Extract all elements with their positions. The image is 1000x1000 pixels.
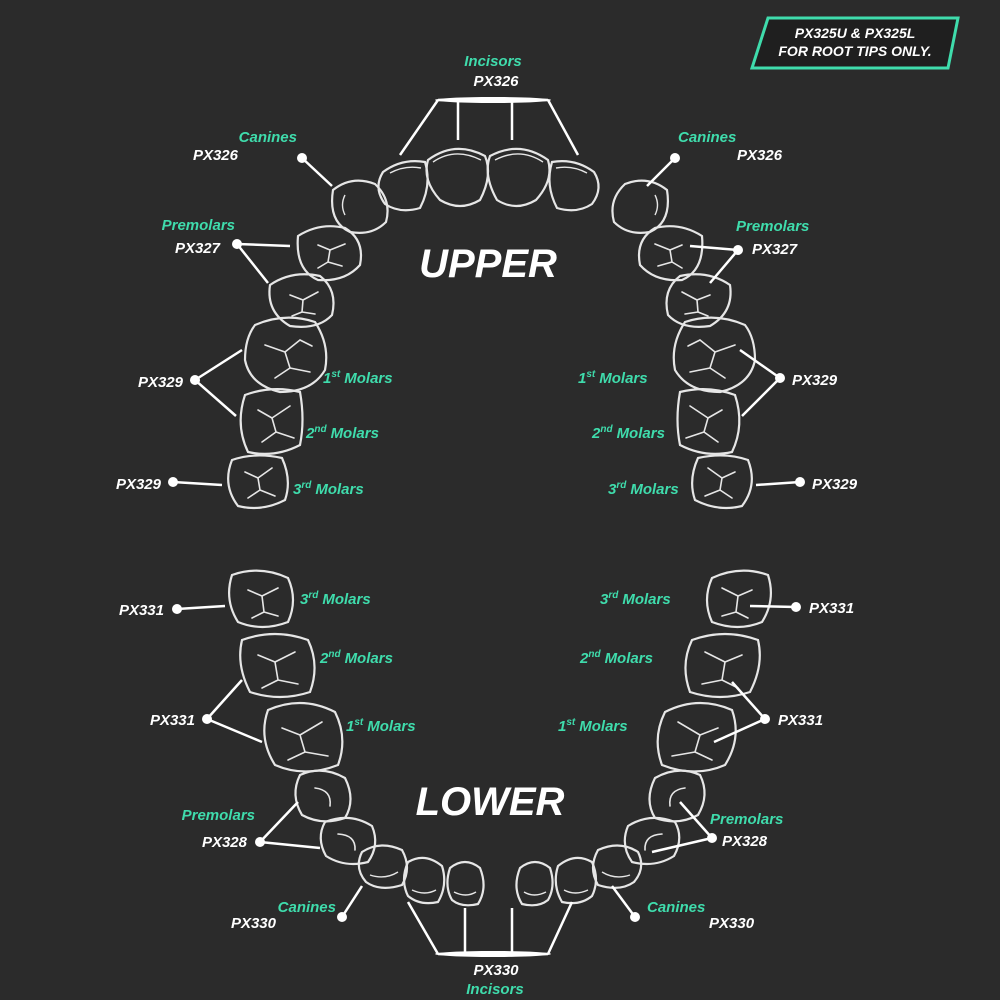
- lower-first-molar-tooth: [263, 701, 344, 773]
- upper-first-molar-tooth: [672, 316, 757, 394]
- lower-incisors-code: PX330: [473, 962, 519, 979]
- lower-premolars-right-code: PX328: [722, 833, 768, 850]
- upper-incisor-tooth: [377, 160, 429, 212]
- upper-canines-left-code: PX326: [193, 147, 239, 164]
- upper-canine-tooth: [331, 179, 389, 234]
- upper-third-molars-right-callout: PX329: [755, 476, 858, 493]
- root-tips-notice: PX325U & PX325L FOR ROOT TIPS ONLY.: [749, 16, 960, 70]
- lower-incisor-tooth: [402, 856, 446, 905]
- notice-line-1: PX325U & PX325L: [795, 25, 916, 41]
- upper-premolars-right-label: Premolars: [736, 218, 809, 235]
- lower-molars-left-callout: PX331: [150, 679, 263, 744]
- lower-premolar-tooth: [294, 769, 352, 823]
- upper-premolars-left-code: PX327: [175, 240, 221, 257]
- upper-incisors-callout: Incisors PX326: [398, 53, 580, 156]
- upper-title: UPPER: [419, 242, 557, 286]
- lower-second-molar-tooth: [684, 632, 761, 699]
- upper-first-molar-tooth: [243, 316, 328, 394]
- lower-incisor-tooth: [446, 860, 485, 907]
- lower-premolars-left-code: PX328: [202, 834, 248, 851]
- upper-canines-left-label: Canines: [239, 129, 297, 146]
- upper-premolars-right-code: PX327: [752, 241, 798, 258]
- lower-third-molars-left-code: PX331: [119, 602, 164, 619]
- lower-incisors-label: Incisors: [466, 981, 524, 998]
- upper-premolars-right-callout: Premolars PX327: [689, 218, 809, 284]
- lower-premolars-left-label: Premolars: [182, 807, 255, 824]
- upper-incisor-tooth: [548, 160, 600, 212]
- upper-incisors-label: Incisors: [464, 53, 522, 70]
- upper-incisor-tooth: [425, 147, 490, 208]
- lower-title: LOWER: [416, 780, 565, 824]
- lower-canines-right-callout: Canines PX330: [610, 885, 755, 932]
- upper-arch: [227, 147, 757, 510]
- lower-first-molar-tooth: [656, 701, 737, 773]
- upper-incisors-code: PX326: [473, 73, 519, 90]
- upper-premolars-left-label: Premolars: [162, 217, 235, 234]
- lower-third-molars-right-callout: PX331: [749, 600, 854, 617]
- lower-premolar-tooth: [319, 816, 377, 866]
- upper-third-molar-tooth: [691, 454, 753, 510]
- lower-premolars-right-label: Premolars: [710, 811, 783, 828]
- upper-second-molar-tooth: [239, 388, 304, 455]
- lower-canines-left-callout: Canines PX330: [231, 885, 364, 932]
- upper-molars-left-code: PX329: [138, 374, 184, 391]
- upper-molars-left-callout: PX329: [138, 348, 243, 417]
- lower-premolars-left-callout: Premolars PX328: [182, 801, 321, 851]
- upper-third-molars-left-callout: PX329: [116, 476, 223, 493]
- upper-second-molar-tooth: [676, 388, 741, 455]
- lower-premolar-tooth: [648, 769, 706, 823]
- lower-third-molars-right-code: PX331: [809, 600, 854, 617]
- upper-premolars-left-callout: Premolars PX327: [162, 217, 291, 284]
- lower-third-molar-tooth: [705, 569, 773, 629]
- upper-premolar-tooth: [665, 273, 732, 328]
- upper-third-molar-tooth: [227, 454, 289, 510]
- lower-molars-left-code: PX331: [150, 712, 195, 729]
- upper-canines-right-code: PX326: [737, 147, 783, 164]
- lower-premolar-tooth: [623, 816, 681, 866]
- lower-incisor-tooth: [515, 860, 554, 907]
- lower-canine-tooth: [357, 844, 409, 889]
- upper-premolar-tooth: [268, 273, 335, 328]
- upper-canines-left-callout: Canines PX326: [193, 129, 333, 187]
- lower-second-molar-tooth: [239, 632, 316, 699]
- upper-premolar-tooth: [637, 225, 704, 282]
- upper-third-molars-right-code: PX329: [812, 476, 858, 493]
- lower-third-molar-tooth: [227, 569, 295, 629]
- notice-border: [749, 16, 960, 70]
- lower-molars-right-callout: PX331: [713, 681, 823, 744]
- lower-arch: [227, 569, 773, 907]
- lower-canines-left-code: PX330: [231, 915, 277, 932]
- lower-molars-right-code: PX331: [778, 712, 823, 729]
- upper-third-molars-left-code: PX329: [116, 476, 162, 493]
- lower-canines-right-code: PX330: [709, 915, 755, 932]
- upper-canine-tooth: [611, 179, 669, 234]
- lower-canines-right-label: Canines: [647, 899, 705, 916]
- notice-line-2: FOR ROOT TIPS ONLY.: [778, 43, 931, 59]
- upper-molars-right-callout: PX329: [739, 348, 838, 417]
- lower-premolars-right-callout: Premolars PX328: [651, 801, 783, 854]
- upper-premolar-tooth: [296, 225, 363, 282]
- lower-canines-left-label: Canines: [278, 899, 336, 916]
- upper-canines-right-label: Canines: [678, 129, 736, 146]
- upper-incisor-tooth: [486, 147, 551, 208]
- lower-incisors-callout: PX330 Incisors: [406, 901, 574, 998]
- upper-molars-right-code: PX329: [792, 372, 838, 389]
- upper-canines-right-callout: Canines PX326: [646, 129, 783, 187]
- lower-canine-tooth: [591, 844, 643, 889]
- lower-incisor-tooth: [554, 856, 598, 905]
- lower-third-molars-left-callout: PX331: [119, 602, 226, 619]
